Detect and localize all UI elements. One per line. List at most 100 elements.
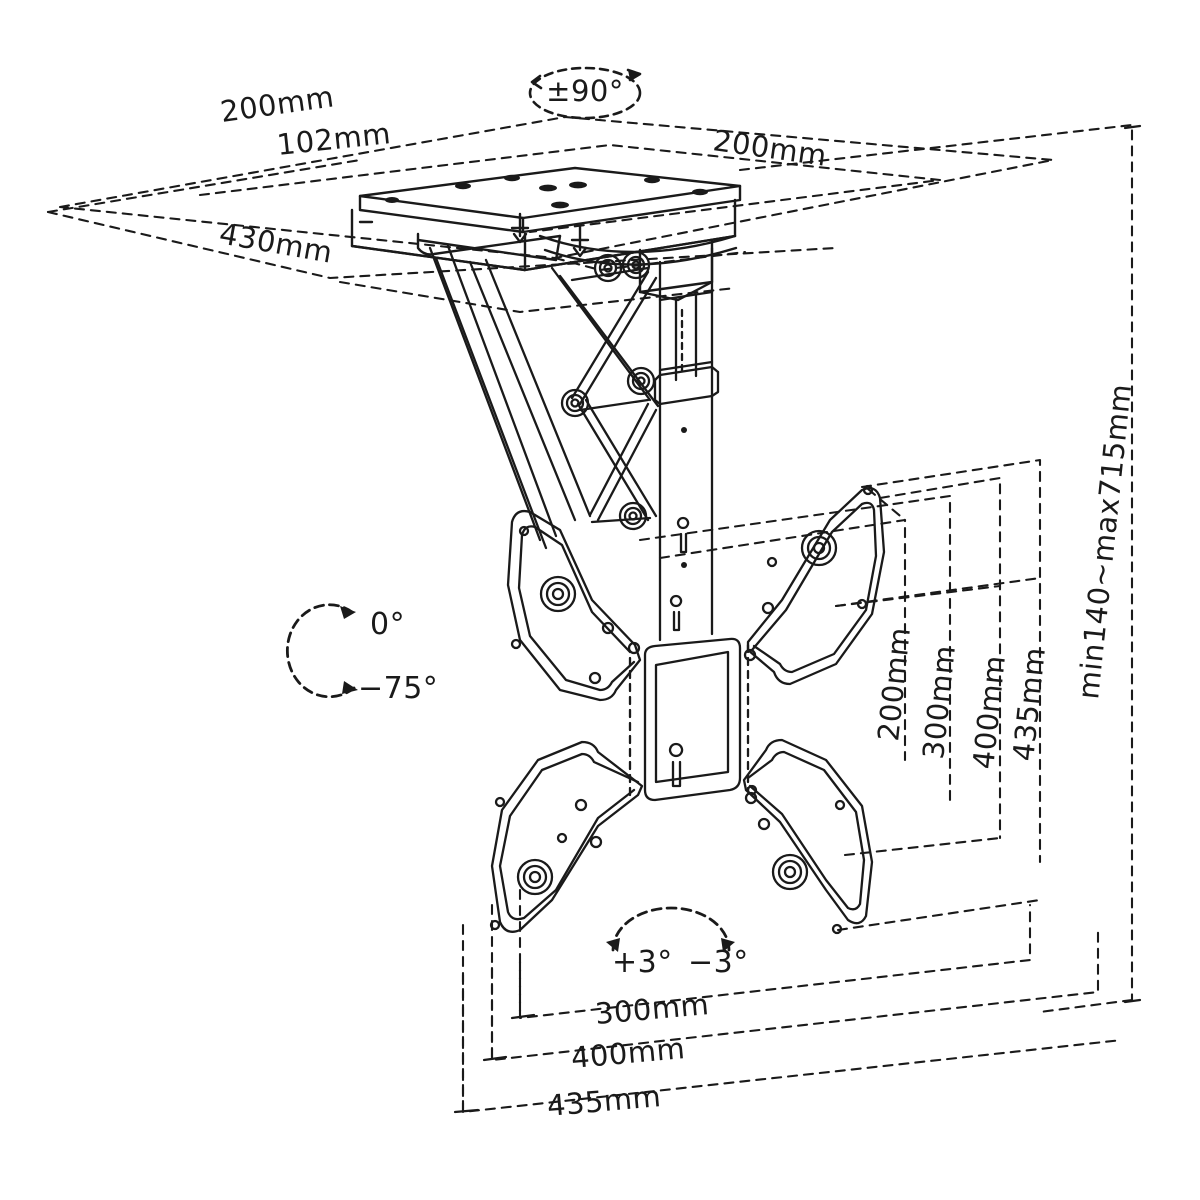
dim-h-300 — [518, 903, 1032, 1020]
vesa-screw-ur-2 — [743, 648, 757, 662]
ceiling-rail-face — [416, 234, 562, 262]
scissor-brace-top — [570, 266, 650, 282]
post-hole-1 — [681, 427, 687, 433]
vesa-mounting-plate — [489, 484, 886, 935]
vesa-hole-lr-1 — [831, 923, 843, 935]
pivot-bolt-1 — [593, 253, 623, 283]
post-band-1 — [658, 290, 714, 302]
dim-leader-b — [834, 584, 1002, 608]
vesa-arm-lower-right — [742, 738, 874, 925]
vesa-screw-ul-3 — [588, 671, 602, 685]
vesa-hole-ur-2 — [856, 598, 868, 610]
vesa-screw-ll-2 — [589, 835, 603, 849]
ceiling-hole-4 — [504, 174, 520, 182]
ceiling-top-plate-edge-l — [358, 194, 525, 234]
scissor-link-d — [588, 402, 650, 517]
ceiling-hole-8 — [385, 197, 399, 203]
vesa-hole-ll-2 — [494, 796, 506, 808]
scissor-arm-mechanism — [428, 244, 720, 642]
arm-left-inner-a — [468, 260, 577, 522]
vesa-hole-lr-2 — [834, 799, 846, 811]
dim-v-400 — [878, 476, 1002, 840]
scissor-link-c — [576, 402, 650, 522]
ceiling-rail — [416, 232, 562, 256]
vesa-center-plate — [643, 637, 742, 802]
dimension-lines-group — [46, 115, 1134, 1114]
dimension-ticks — [453, 124, 1142, 1114]
ceiling-hole-5 — [455, 182, 471, 190]
vesa-screw-ll-3 — [556, 832, 568, 844]
vesa-post-keyhole — [669, 594, 683, 632]
vesa-arm-upper-left-inner — [517, 525, 636, 692]
scissor-link-b2 — [578, 276, 658, 406]
label-level-minus-3: −3° — [688, 945, 749, 980]
ceiling-pin-2 — [570, 224, 590, 258]
dim-leader-c — [834, 576, 1042, 608]
ceiling-hole-6 — [644, 176, 660, 184]
vesa-arm-lower-left-inner — [498, 752, 640, 921]
level-arc-icon — [611, 906, 731, 952]
dim-430-plane-b — [46, 158, 362, 214]
vesa-center-plate-inner — [654, 650, 730, 784]
vesa-arm-upper-right-inner — [750, 501, 878, 674]
post-band-2 — [658, 360, 714, 372]
ceiling-top-plate-edge-r — [521, 184, 742, 234]
vesa-screw-ul-2 — [627, 641, 641, 655]
vesa-screw-lr-3 — [746, 784, 758, 796]
scissor-brace-mid — [578, 398, 650, 412]
arm-left-outer-b — [446, 244, 558, 538]
ceiling-pin-1 — [510, 212, 530, 244]
ceiling-hub-block-bottom — [638, 280, 714, 302]
post-collar — [653, 365, 720, 382]
vesa-screw-lr-2 — [757, 817, 771, 831]
ceiling-hole-3 — [551, 201, 569, 209]
vesa-screw-ur-3 — [766, 556, 778, 568]
swivel-rotation-icon — [528, 66, 642, 120]
vesa-screw-ur-1 — [761, 601, 775, 615]
dim-v-435 — [860, 458, 1042, 864]
level-arc-arrowheads — [606, 938, 735, 952]
vesa-bolt-lower-left — [516, 858, 554, 896]
dim-v-715 — [738, 123, 1134, 1002]
vesa-screw-ll-1 — [574, 798, 588, 812]
arm-left-outer-c — [434, 256, 548, 550]
scissor-link-b — [570, 270, 650, 400]
pivot-bolt-4 — [560, 388, 590, 418]
ceiling-hole-2 — [569, 181, 587, 189]
vesa-bolt-upper-left — [539, 575, 577, 613]
vesa-bolt-lower-right — [771, 853, 809, 891]
arm-left-inner-b — [484, 258, 592, 518]
vesa-hole-ul-2 — [510, 638, 522, 650]
ceiling-hole-7 — [692, 188, 708, 196]
vesa-hole-ur-1 — [862, 484, 874, 496]
dim-430-plane-a — [46, 210, 837, 280]
swivel-arrowheads — [530, 68, 642, 90]
scissor-link-d2 — [596, 408, 658, 522]
dim-leader-a — [866, 487, 907, 522]
dim-v-300 — [638, 494, 952, 802]
label-level-plus-3: +3° — [612, 945, 673, 980]
vesa-arm-lower-right-inner — [746, 750, 866, 911]
vesa-bolt-upper-right — [800, 529, 838, 567]
label-swivel-angle: ±90° — [546, 74, 624, 108]
vesa-hole-ll-1 — [489, 919, 501, 931]
vesa-center-keyhole — [668, 742, 684, 788]
ceiling-hole-1 — [539, 184, 557, 192]
tilt-arc-arrowheads — [340, 606, 358, 694]
dim-v-715-foot — [1038, 998, 1134, 1014]
label-tilt-top-0: 0° — [370, 607, 405, 642]
dim-leader-e — [836, 898, 1042, 932]
vesa-arm-lower-left — [490, 740, 644, 933]
pivot-bolt-2 — [621, 250, 651, 280]
vesa-hole-ul-1 — [518, 525, 530, 537]
label-tilt-bottom-minus75: −75° — [358, 671, 438, 706]
vesa-screw-ul-1 — [601, 621, 615, 635]
post-keyhole-slot — [676, 516, 690, 554]
arm-left-outer-a — [428, 246, 542, 542]
post-hole-2 — [681, 562, 687, 568]
pivot-bolt-5 — [618, 501, 648, 531]
post-collar-body — [653, 370, 720, 406]
tilt-arc-icon — [285, 603, 356, 699]
